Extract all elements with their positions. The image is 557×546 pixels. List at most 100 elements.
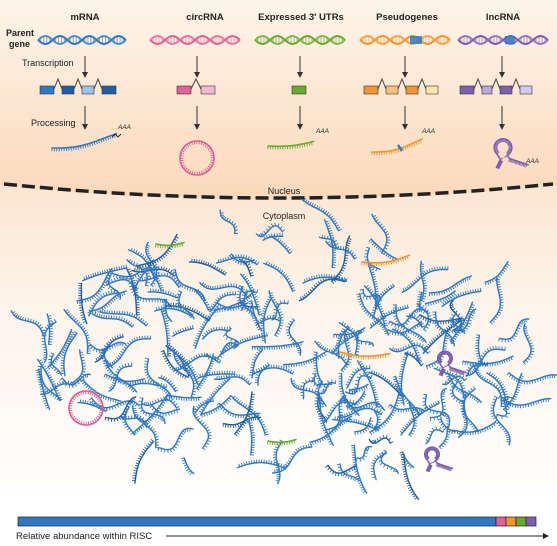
risc-mrna-strand [522, 323, 535, 365]
risc-mrna-strand [104, 396, 137, 422]
risc-mrna-strand [315, 379, 327, 407]
risc-mrna-strand [475, 334, 485, 366]
risc-mrna-strand [147, 288, 180, 299]
risc-mrna-strand [331, 235, 352, 284]
risc-lncrna-1 [437, 350, 467, 377]
poly-a-utr: AAA [316, 128, 330, 135]
risc-mrna-strand [333, 327, 366, 338]
risc-mrna-strand [368, 238, 399, 262]
risc-mrna-strand [59, 373, 91, 388]
risc-mrna-strand [82, 264, 128, 282]
transcript-utr [291, 85, 307, 95]
risc-circrna [68, 390, 104, 426]
risc-mrna-strand [262, 233, 284, 241]
label-transcription: Transcription [22, 58, 74, 68]
processed-mrna [51, 133, 118, 152]
risc-mrna-strand [41, 319, 57, 363]
risc-mrna-strand [419, 260, 428, 303]
risc-mrna-strand [422, 318, 461, 354]
risc-mrna-strand [417, 314, 464, 325]
risc-mrna-strand [442, 373, 468, 386]
header-3utr: Expressed 3′ UTRs [258, 12, 344, 23]
poly-a-tail-mrna [111, 133, 122, 138]
risc-mrna-strand [131, 439, 155, 484]
risc-mrna-strand [255, 222, 286, 238]
risc-mrna-strand [270, 234, 293, 254]
risc-mrna-strand [337, 405, 384, 419]
processed-pseudogene [371, 138, 424, 156]
risc-utr-1 [155, 241, 185, 249]
abundance-arrowhead [543, 533, 549, 539]
header-circrna: circRNA [186, 12, 224, 23]
risc-mrna-strand [401, 266, 449, 293]
risc-mrna-strand [228, 253, 255, 266]
risc-mrna-strand [356, 445, 373, 462]
arrow-processing-mrna [82, 106, 88, 130]
risc-mrna-strand [110, 271, 141, 280]
risc-mrna-strand [63, 308, 91, 354]
arrow-processing-pseudo [402, 106, 408, 130]
abundance-segment-circrna [495, 516, 507, 527]
risc-mrna-strand [236, 285, 258, 321]
risc-mrna-strand [173, 348, 197, 399]
risc-mrna-strand [368, 369, 406, 398]
risc-mrna-strand [506, 372, 557, 385]
arrow-transcription-mrna [82, 56, 88, 78]
risc-mrna-strand [251, 341, 304, 350]
risc-mrna-strand [132, 395, 169, 436]
risc-mrna-strand [283, 351, 327, 368]
arrow-transcription-lnc [499, 56, 505, 78]
risc-mrna-strand [367, 260, 380, 310]
risc-mrna-strand [474, 365, 505, 407]
risc-mrna-strand [437, 418, 456, 435]
risc-mrna-strand [338, 373, 360, 416]
risc-mrna-strand [449, 379, 465, 404]
label-nucleus: Nucleus [267, 186, 301, 196]
risc-mrna-strand [354, 417, 374, 436]
risc-mrna-strand [263, 261, 296, 292]
risc-mrna-strand [99, 309, 149, 327]
risc-mrna-strand [300, 377, 314, 400]
risc-mrna-strand [449, 299, 465, 333]
risc-mrna-strand [209, 291, 237, 313]
risc-mrna-strand [406, 313, 426, 328]
risc-mrna-strand [138, 397, 166, 425]
risc-mrna-strand [457, 386, 476, 439]
risc-mrna-strand [37, 365, 62, 401]
risc-mrna-strand [171, 325, 194, 337]
arrow-transcription-circrna [194, 56, 200, 78]
parent-gene-mrna [37, 34, 127, 46]
risc-mrna-strand [160, 350, 190, 380]
transcript-pseudogene [363, 77, 439, 95]
processed-circrna [179, 140, 215, 176]
risc-lncrna-2 [424, 446, 454, 473]
risc-mrna-strand [370, 450, 387, 481]
processed-utr [267, 140, 315, 150]
risc-mrna-strand [400, 453, 420, 501]
arrow-processing-utr [297, 106, 303, 130]
abundance-segment-utr [515, 516, 527, 527]
label-processing: Processing [31, 118, 76, 128]
risc-mrna-strand [106, 276, 140, 291]
risc-mrna-strand [356, 293, 390, 336]
risc-mrna-strand [425, 426, 445, 445]
risc-mrna-strand [10, 310, 47, 337]
pseudogene-mark [396, 144, 404, 152]
arrow-transcription-utr [297, 56, 303, 78]
abundance-segment-lnc [525, 516, 537, 527]
cytoplasm-region [0, 185, 557, 505]
risc-mrna-pool [10, 198, 557, 501]
risc-pseudogene-1 [361, 254, 411, 267]
risc-mrna-strand [219, 332, 268, 356]
label-abundance: Relative abundance within RISC [16, 531, 153, 542]
poly-a-lncrna: AAA [526, 158, 540, 165]
risc-mrna-strand [490, 395, 511, 446]
risc-mrna-strand [451, 308, 477, 334]
risc-mrna-strand [389, 342, 431, 354]
risc-mrna-strand [422, 393, 451, 429]
risc-mrna-strand [160, 309, 172, 357]
risc-mrna-strand [60, 331, 78, 377]
risc-mrna-strand [449, 310, 466, 334]
risc-mrna-strand [173, 352, 222, 371]
risc-mrna-strand [147, 267, 165, 292]
